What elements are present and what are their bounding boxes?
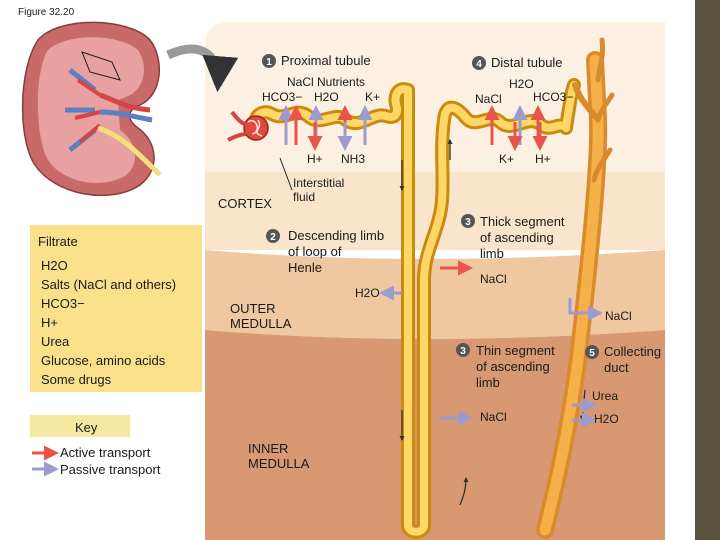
key-title-box [30,415,130,437]
collecting-duct [536,37,615,539]
filtrate-item: Glucose, amino acids [41,353,166,368]
thick-label-2: of ascending [480,230,554,245]
key-active-label: Active transport [60,445,151,460]
filtrate-item: Some drugs [41,372,112,387]
thick-label-1: Thick segment [480,214,565,229]
proximal-nh3: NH3 [341,152,365,166]
step-1-number: 1 [266,57,272,68]
thick-label-3: limb [480,246,504,261]
filtrate-item: HCO3− [41,296,85,311]
proximal-nacl-nutrients: NaCl Nutrients [287,75,365,89]
thin-label-2: of ascending [476,359,550,374]
key-passive-label: Passive transport [60,462,161,477]
inner-medulla-label-2: MEDULLA [248,456,310,471]
outer-medulla-label-2: MEDULLA [230,316,292,331]
distal-h: H+ [535,152,551,166]
proximal-tubule-label: Proximal tubule [281,53,371,68]
filtrate-item: H2O [41,258,68,273]
key-title: Key [75,420,98,435]
step-3-thick-number: 3 [465,217,471,228]
proximal-k: K+ [365,90,380,104]
proximal-h: H+ [307,152,323,166]
descending-label-1: Descending limb [288,228,384,243]
filtrate-title: Filtrate [38,234,78,249]
collecting-label-2: duct [604,360,629,375]
collecting-label-1: Collecting [604,344,661,359]
outer-medulla-zone [205,250,665,339]
proximal-h2o: H2O [314,90,339,104]
filtrate-item: H+ [41,315,58,330]
outer-medulla-label-1: OUTER [230,301,276,316]
step-2-number: 2 [270,232,276,243]
distal-k: K+ [499,152,514,166]
thin-label-3: limb [476,375,500,390]
interstitial-label-1: Interstitial [293,176,344,190]
proximal-transport-arrows [278,105,373,151]
distal-tubule-label: Distal tubule [491,55,563,70]
distal-transport-arrows [484,105,548,151]
filtrate-list: H2O Salts (NaCl and others) HCO3− H+ Ure… [41,258,176,387]
collecting-nacl-arrow [568,298,603,321]
collecting-h2o: H2O [594,412,619,426]
cortex-label: CORTEX [218,196,272,211]
kidney-icon [21,21,162,197]
glomerulus-icon [227,110,269,142]
inner-medulla-zone [205,330,665,540]
descending-label-3: Henle [288,260,322,275]
interstitial-label-2: fluid [293,190,315,204]
thin-label-1: Thin segment [476,343,555,358]
step-5-number: 5 [589,348,595,359]
distal-h2o: H2O [509,77,534,91]
flow-arrow-ascending [459,476,469,506]
collecting-urea: Urea [592,389,618,403]
side-bar [695,0,720,540]
step-markers: 1 4 2 3 3 5 [262,54,599,359]
proximal-hco3: HCO3− [262,90,302,104]
collecting-nacl: NaCl [605,309,632,323]
filtrate-box [30,225,202,392]
nephron-tubule [248,78,581,539]
descending-label-2: of loop of [288,244,342,259]
filtrate-item: Urea [41,334,70,349]
zoom-arrow [166,44,239,93]
distal-hco3: HCO3− [533,90,573,104]
thick-nacl: NaCl [480,272,507,286]
descending-h2o: H2O [355,286,380,300]
inner-medulla-label-1: INNER [248,441,288,456]
interstitial-pointer [279,157,293,191]
distal-nacl: NaCl [475,92,502,106]
filtrate-item: Salts (NaCl and others) [41,277,176,292]
step-4-number: 4 [476,59,482,70]
step-3-thin-number: 3 [460,346,466,357]
thin-nacl: NaCl [480,410,507,424]
figure-caption: Figure 32.20 [18,7,75,18]
